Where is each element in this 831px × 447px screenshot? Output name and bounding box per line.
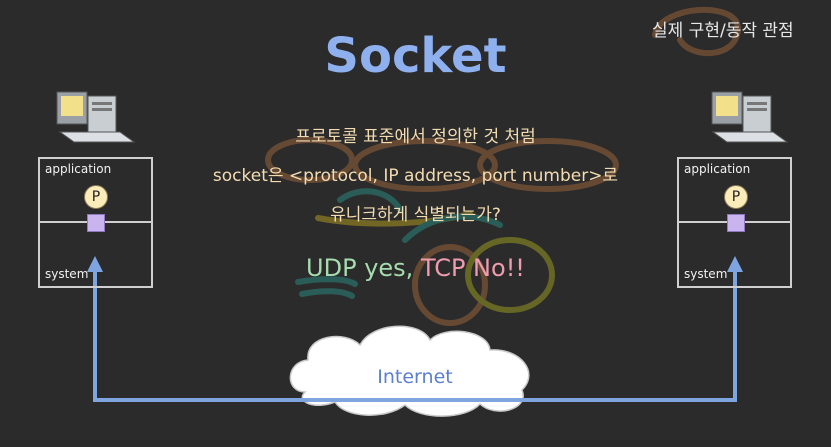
left-system-label: system [45, 267, 89, 281]
answer-line: UDP yes, TCP No!! [0, 254, 831, 282]
tcp-answer: TCP No!! [420, 254, 525, 282]
view-perspective-label: 실제 구현/동작 관점 [652, 21, 794, 41]
question-line-1: 프로토콜 표준에서 정의한 것 처럼 [295, 127, 536, 147]
internet-cloud [289, 325, 530, 417]
left-socket-icon [87, 214, 105, 232]
network-link [87, 256, 743, 402]
page-title: Socket [324, 28, 507, 84]
left-application-label: application [45, 162, 112, 176]
right-application-label: application [684, 162, 751, 176]
question-line-2: socket은 <protocol, IP address, port numb… [212, 166, 619, 186]
left-computer-icon [56, 91, 136, 143]
left-process-icon: P [84, 185, 108, 209]
left-host-box: application system P [38, 157, 153, 288]
right-process-icon: P [724, 185, 748, 209]
right-host-box: application system P [677, 157, 792, 288]
annotation-scribbles [265, 7, 741, 326]
internet-label: Internet [377, 366, 453, 388]
question-line-3: 유니크하게 식별되는가? [330, 205, 501, 225]
right-computer-icon [711, 91, 789, 143]
right-socket-icon [727, 214, 745, 232]
right-system-label: system [684, 267, 728, 281]
udp-answer: UDP yes, [306, 254, 414, 282]
